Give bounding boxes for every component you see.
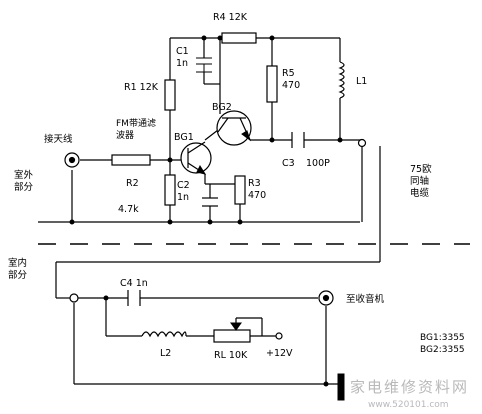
resistor-r1 xyxy=(164,79,176,111)
capacitor-c3 xyxy=(291,132,305,148)
label-rl: RL 10K xyxy=(214,350,248,361)
watermark-logo: 家电维修资料网 xyxy=(350,378,469,396)
indoor-wires xyxy=(55,261,380,385)
label-r2-val: 4.7k xyxy=(118,204,139,215)
label-r4: R4 12K xyxy=(213,12,248,23)
label-r5-name: R5 xyxy=(282,68,295,79)
label-c3: C3 xyxy=(282,158,295,169)
antenna-jack xyxy=(64,152,80,168)
radio-output-jack xyxy=(318,290,334,306)
resistor-r5 xyxy=(266,65,278,103)
label-fm-filter-1: FM带通滤 xyxy=(116,117,156,129)
label-antenna: 接天线 xyxy=(44,133,73,145)
watermark-url: www.520101.com xyxy=(368,400,449,410)
capacitor-c2 xyxy=(202,197,218,207)
junction-dots xyxy=(69,35,343,225)
inductor-l1 xyxy=(338,61,345,99)
resistor-c2-column xyxy=(164,174,176,206)
label-bg2: BG2 xyxy=(212,102,232,113)
label-c2-name: C2 xyxy=(177,180,190,191)
label-coax-1: 75欧 xyxy=(410,163,432,175)
label-r1: R1 12K xyxy=(124,82,159,93)
capacitor-c4 xyxy=(127,290,141,306)
inductor-l2 xyxy=(141,331,187,338)
supply-terminal xyxy=(275,332,283,340)
label-c2-val: 1n xyxy=(177,192,189,203)
transistor-bg1 xyxy=(180,141,212,175)
potentiometer-rl xyxy=(213,322,251,343)
label-c3-val: 100P xyxy=(306,158,330,169)
label-c1-name: C1 xyxy=(176,46,189,57)
label-to-radio: 至收音机 xyxy=(346,293,385,305)
capacitor-c1 xyxy=(196,57,212,73)
label-r2: R2 xyxy=(126,178,139,189)
label-coax-3: 电缆 xyxy=(410,187,430,199)
label-indoor-2: 部分 xyxy=(8,269,28,281)
resistor-r4 xyxy=(221,32,257,44)
label-c4: C4 1n xyxy=(120,278,148,289)
junction-ground xyxy=(323,381,329,387)
resistor-r2 xyxy=(111,154,151,166)
label-bg1-part: BG1:3355 xyxy=(420,333,465,343)
label-r3-val: 470 xyxy=(248,190,266,201)
label-supply: +12V xyxy=(266,348,293,359)
output-node xyxy=(357,138,367,148)
label-l2: L2 xyxy=(160,348,171,359)
label-c1-val: 1n xyxy=(176,58,188,69)
label-r3-name: R3 xyxy=(248,178,261,189)
label-fm-filter-2: 波器 xyxy=(116,129,134,141)
label-indoor-1: 室内 xyxy=(8,257,27,269)
ground-bar xyxy=(337,373,345,401)
transistor-bg2 xyxy=(216,110,252,146)
label-l1: L1 xyxy=(356,76,367,87)
junction-c4 xyxy=(103,295,109,301)
label-coax-2: 同轴 xyxy=(410,175,429,187)
resistor-r3 xyxy=(234,175,246,205)
label-bg2-part: BG2:3355 xyxy=(420,345,465,355)
label-r5-val: 470 xyxy=(282,80,300,91)
indoor-coax-node xyxy=(69,293,79,303)
label-outdoor-1: 室外 xyxy=(14,169,34,181)
label-outdoor-2: 部分 xyxy=(14,181,34,193)
label-bg1: BG1 xyxy=(174,132,194,143)
